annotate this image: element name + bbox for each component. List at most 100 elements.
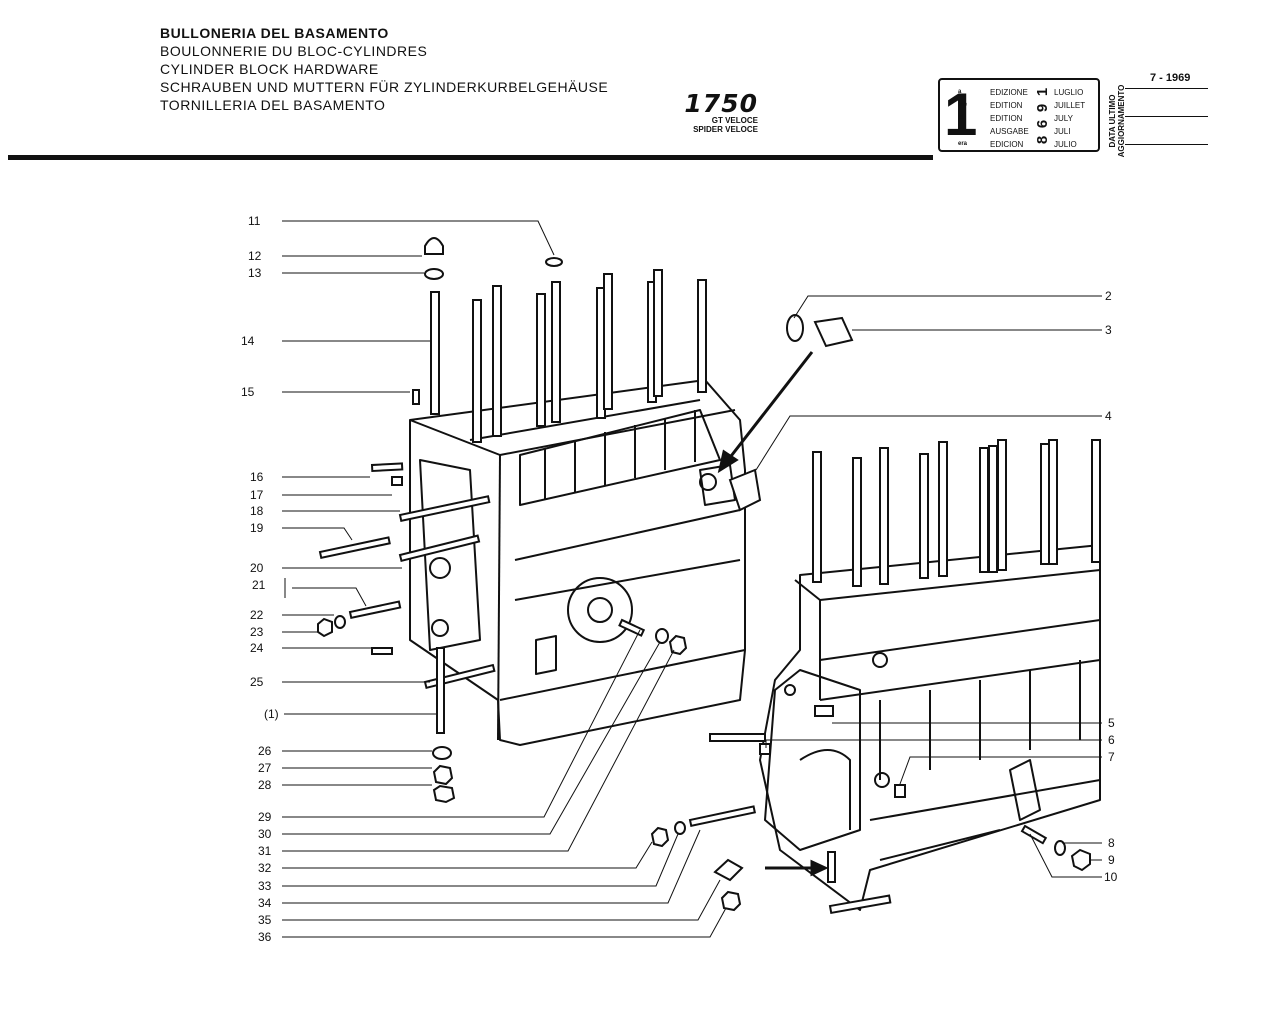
- edition-word-fr: EDITION: [990, 101, 1023, 110]
- gasket-2: [786, 314, 804, 342]
- callout-3: 3: [1105, 323, 1112, 337]
- ordinal-es: era: [958, 141, 968, 147]
- nut-36: [720, 890, 742, 912]
- cylinder-block-left: [409, 379, 746, 746]
- nut-31: [668, 634, 688, 656]
- callout-31: 31: [258, 844, 272, 858]
- callout-14: 14: [241, 334, 255, 348]
- month-it: LUGLIO: [1054, 88, 1084, 97]
- callout-21: 21: [252, 578, 266, 592]
- cylinder-block-right: [759, 544, 1101, 911]
- callout-28: 28: [258, 778, 272, 792]
- month-es: JULIO: [1054, 140, 1077, 149]
- ordinal-en: st: [958, 115, 964, 121]
- stud-34: [688, 805, 757, 828]
- edition-words: EDIZIONE EDITION EDITION AUSGABE EDICION: [990, 86, 1029, 151]
- callout-4: 4: [1105, 409, 1112, 423]
- update-line-2: [1125, 116, 1208, 117]
- title-french: BOULONNERIE DU BLOC-CYLINDRES: [160, 43, 428, 59]
- callout-16: 16: [250, 470, 264, 484]
- title-english: CYLINDER BLOCK HARDWARE: [160, 61, 379, 77]
- callout-22: 22: [250, 608, 264, 622]
- header-rule: [8, 155, 933, 160]
- washer-22: [334, 615, 346, 629]
- model-variant-gt: GT VELOCE: [711, 116, 758, 125]
- cylinder-head-studs-left: [430, 269, 707, 443]
- stud-21: [348, 600, 402, 620]
- callout-10: 10: [1104, 870, 1118, 884]
- month-fr: JUILLET: [1054, 101, 1086, 110]
- dowel-15: [412, 389, 420, 405]
- model-number: 1750: [684, 89, 758, 118]
- drain-plug-3: [813, 316, 854, 348]
- model-variant-spider: SPIDER VELOCE: [693, 125, 758, 134]
- callout-15: 15: [241, 385, 255, 399]
- nut-9: [1070, 848, 1091, 872]
- cap-nut-12: [424, 237, 444, 255]
- leader-lines: [282, 220, 1102, 938]
- stud-24: [371, 647, 393, 655]
- callout-12: 12: [248, 249, 262, 263]
- edition-word-es: EDICION: [990, 140, 1024, 149]
- callout-1: (1): [264, 707, 279, 721]
- callout-26: 26: [258, 744, 272, 758]
- washer-33: [674, 821, 686, 835]
- callout-27: 27: [258, 761, 272, 775]
- callout-8: 8: [1108, 836, 1115, 850]
- title-italian: BULLONERIA DEL BASAMENTO: [160, 25, 389, 41]
- update-line-1: [1125, 88, 1208, 89]
- ordinal-it: a: [958, 89, 962, 95]
- title-block: BULLONERIA DEL BASAMENTO BOULONNERIE DU …: [160, 24, 608, 114]
- stud-20: [398, 534, 481, 563]
- edition-word-en: EDITION: [990, 114, 1023, 123]
- model-badge: 1750 GT VELOCE SPIDER VELOCE: [676, 89, 758, 134]
- callout-35: 35: [258, 913, 272, 927]
- edition-months: LUGLIO JUILLET JULY JULI JULIO: [1054, 86, 1085, 151]
- callout-2: 2: [1105, 289, 1112, 303]
- callout-29: 29: [258, 810, 272, 824]
- hardware-parts: [317, 237, 1091, 915]
- stud-18: [398, 495, 491, 523]
- cap-nut-28: [432, 784, 456, 804]
- callout-17: 17: [250, 488, 264, 502]
- callout-7: 7: [1108, 750, 1115, 764]
- stud-right-vertical: [827, 851, 836, 883]
- callout-25: 25: [250, 675, 264, 689]
- callout-34: 34: [258, 896, 272, 910]
- callout-labels-left: 11 12 13 14 15 16 17 18 19 20 21 22 23 2…: [241, 214, 279, 944]
- callout-18: 18: [250, 504, 264, 518]
- update-line-3: [1125, 144, 1208, 145]
- dowel-5: [814, 705, 834, 717]
- ordinal-de: ·: [958, 128, 960, 134]
- washer-11: [545, 257, 563, 267]
- title-german: SCHRAUBEN UND MUTTERN FÜR ZYLINDERKURBEL…: [160, 79, 609, 95]
- stud-29: [618, 618, 646, 637]
- callout-9: 9: [1108, 853, 1115, 867]
- last-update-date: 7 - 1969: [1150, 72, 1191, 84]
- edition-ordinals: a ere st · era: [958, 86, 967, 151]
- washer-9a: [1054, 840, 1066, 856]
- washer-30: [655, 628, 669, 644]
- stud-right-front: [709, 733, 766, 742]
- callout-36: 36: [258, 930, 272, 944]
- cylinder-head-studs-right: [812, 439, 1101, 587]
- stud-8: [1020, 824, 1048, 845]
- callout-23: 23: [250, 625, 264, 639]
- drain-cock-4: [728, 468, 762, 512]
- dowel-17: [391, 476, 403, 486]
- month-de: JULI: [1054, 127, 1071, 136]
- month-en: JULY: [1054, 114, 1073, 123]
- dowel-7: [894, 784, 906, 798]
- callout-24: 24: [250, 641, 264, 655]
- nut-23: [317, 617, 333, 638]
- nut-32: [650, 826, 670, 848]
- callout-labels-right: 2 3 4 5 6 7 8 9 10: [1104, 289, 1118, 884]
- lock-plate-35: [713, 858, 744, 882]
- stud-16: [370, 462, 404, 473]
- callout-33: 33: [258, 879, 272, 893]
- dowel-6: [759, 743, 771, 755]
- callout-13: 13: [248, 266, 262, 280]
- nut-27: [432, 764, 454, 786]
- callout-19: 19: [250, 521, 264, 535]
